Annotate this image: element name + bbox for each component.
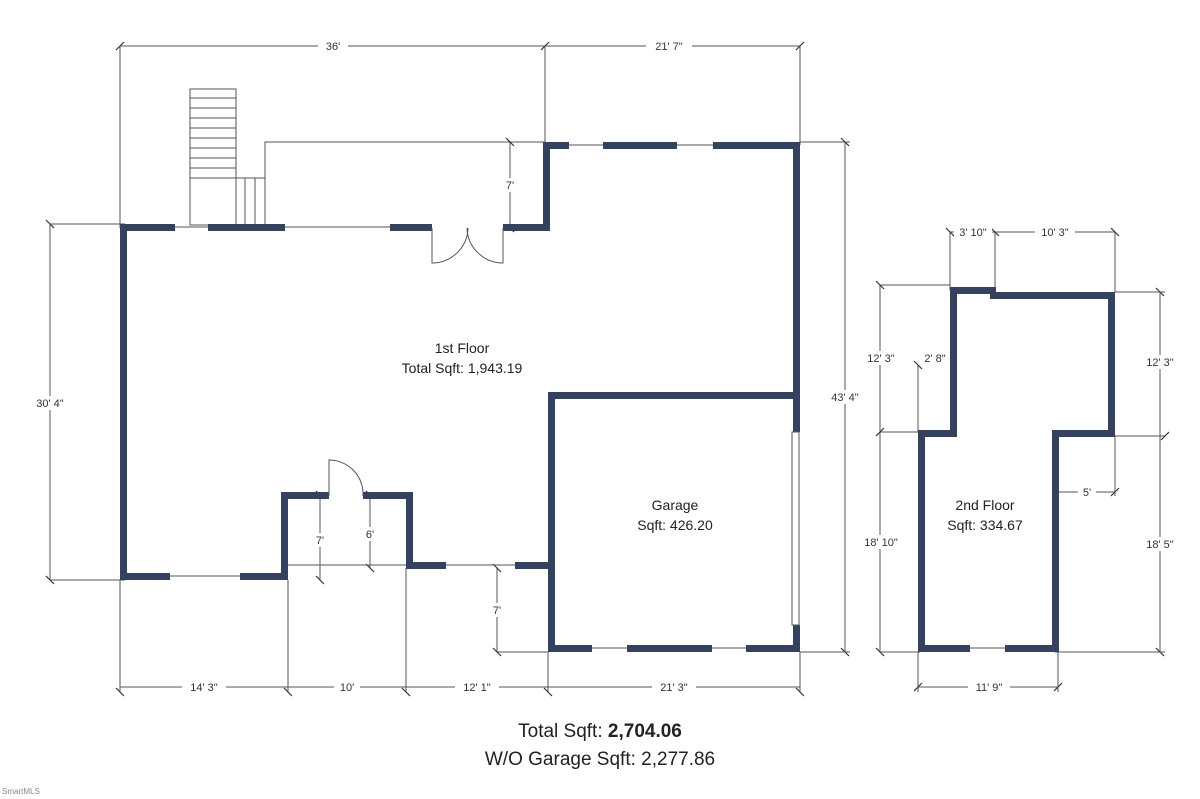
second-floor-name: 2nd Floor: [955, 497, 1014, 513]
total-sqft-line: Total Sqft: 2,704.06: [0, 718, 1200, 746]
dim-left-height: 30' 4": [36, 398, 64, 410]
dim-f2-left-upper: 12' 3": [867, 353, 895, 365]
dim-f2-top-right: 10' 3": [1041, 227, 1069, 239]
dimension-labels: 36' 21' 7" 30' 4" 43' 4" 7' 7' 6' 7' 14'…: [30, 38, 1180, 694]
watermark-logo: SmartMLS: [2, 787, 40, 796]
dim-bottom-2: 10': [340, 682, 354, 694]
first-floor-name: 1st Floor: [435, 340, 490, 356]
first-floor-area: Total Sqft: 1,943.19: [402, 360, 523, 376]
first-floor-walls: [120, 142, 800, 652]
opening-lines: [170, 144, 746, 649]
dim-porch-right: 6': [366, 529, 374, 541]
total-sqft-label: Total Sqft:: [518, 721, 603, 742]
dim-right-height: 43' 4": [831, 392, 859, 404]
front-door: [328, 459, 364, 497]
room-labels: 1st Floor Total Sqft: 1,943.19 Garage Sq…: [402, 340, 1023, 533]
total-sqft-value: 2,704.06: [607, 721, 682, 742]
dim-f2-left-inner: 2' 8": [924, 353, 945, 365]
dim-deck-depth: 7': [506, 180, 514, 192]
dim-f2-left-lower: 18' 10": [864, 537, 898, 549]
second-floor-walls: [918, 287, 1115, 652]
dim-f2-top-left: 3' 10": [959, 227, 987, 239]
dim-f2-notch: 5': [1083, 487, 1091, 499]
dim-top-left: 36': [326, 41, 340, 53]
dim-top-right: 21' 7": [655, 41, 683, 53]
garage-side-opening: [791, 431, 800, 626]
wo-garage-line: W/O Garage Sqft: 2,277.86: [484, 749, 716, 770]
dim-bottom-4: 21' 3": [660, 682, 688, 694]
dim-garage-offset: 7': [493, 605, 501, 617]
double-door: [431, 227, 504, 264]
garage-name: Garage: [652, 497, 699, 513]
dim-f2-bottom: 11' 9": [976, 682, 1003, 694]
totals-block: Total Sqft: 2,704.06 W/O Garage Sqft: 2,…: [0, 718, 1200, 774]
dim-bottom-3: 12' 1": [463, 682, 491, 694]
dim-bottom-1: 14' 3": [190, 682, 218, 694]
second-floor-area: Sqft: 334.67: [947, 517, 1023, 533]
dim-f2-right-upper: 12' 3": [1146, 357, 1174, 369]
dim-porch-left: 7': [316, 535, 324, 547]
staircase: [189, 88, 266, 226]
dim-f2-right-lower: 18' 5": [1146, 539, 1174, 551]
garage-area: Sqft: 426.20: [637, 517, 713, 533]
